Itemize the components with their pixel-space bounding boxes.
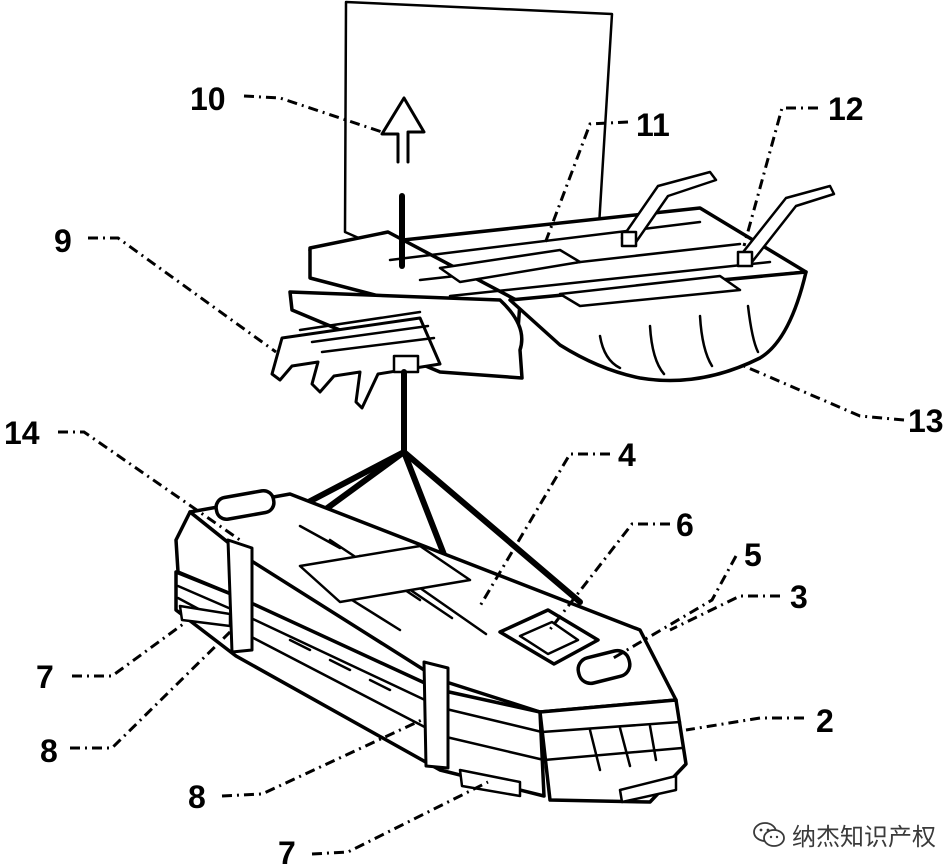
leader-lines — [58, 94, 905, 856]
callout-7-left: 7 — [36, 659, 54, 695]
callout-2: 2 — [816, 703, 834, 739]
leader-9 — [88, 236, 277, 354]
leader-7b — [311, 780, 489, 856]
leader-13 — [743, 364, 905, 422]
callout-13: 13 — [908, 403, 944, 439]
leader-2 — [685, 716, 804, 732]
callout-8-left: 8 — [40, 733, 58, 769]
callout-4: 4 — [618, 437, 636, 473]
callout-labels: 10 11 12 9 13 14 4 6 5 3 7 8 2 8 7 — [4, 81, 944, 866]
callout-9: 9 — [54, 223, 72, 259]
wechat-icon — [753, 821, 785, 847]
leader-4 — [478, 452, 610, 607]
leader-11 — [542, 120, 629, 247]
leader-14 — [58, 430, 241, 542]
leader-6 — [546, 522, 670, 633]
callout-3: 3 — [790, 579, 808, 615]
callout-6: 6 — [676, 507, 694, 543]
watermark: 纳杰知识产权 — [752, 817, 936, 852]
upper-sled — [270, 170, 836, 410]
leader-8b — [221, 716, 427, 798]
callout-8-bottom: 8 — [188, 779, 206, 815]
callout-12: 12 — [828, 91, 864, 127]
leader-5 — [609, 555, 738, 662]
callout-10: 10 — [190, 81, 226, 117]
watermark-text: 纳杰知识产权 — [792, 823, 936, 851]
leader-7a — [72, 620, 187, 678]
callout-11: 11 — [636, 107, 670, 143]
lower-body — [174, 488, 688, 804]
callout-5: 5 — [744, 537, 762, 573]
callout-14: 14 — [4, 415, 40, 451]
leader-3 — [669, 594, 780, 632]
leader-8a — [70, 630, 232, 750]
lift-arrow — [380, 96, 426, 269]
callout-7-bottom: 7 — [278, 835, 296, 866]
